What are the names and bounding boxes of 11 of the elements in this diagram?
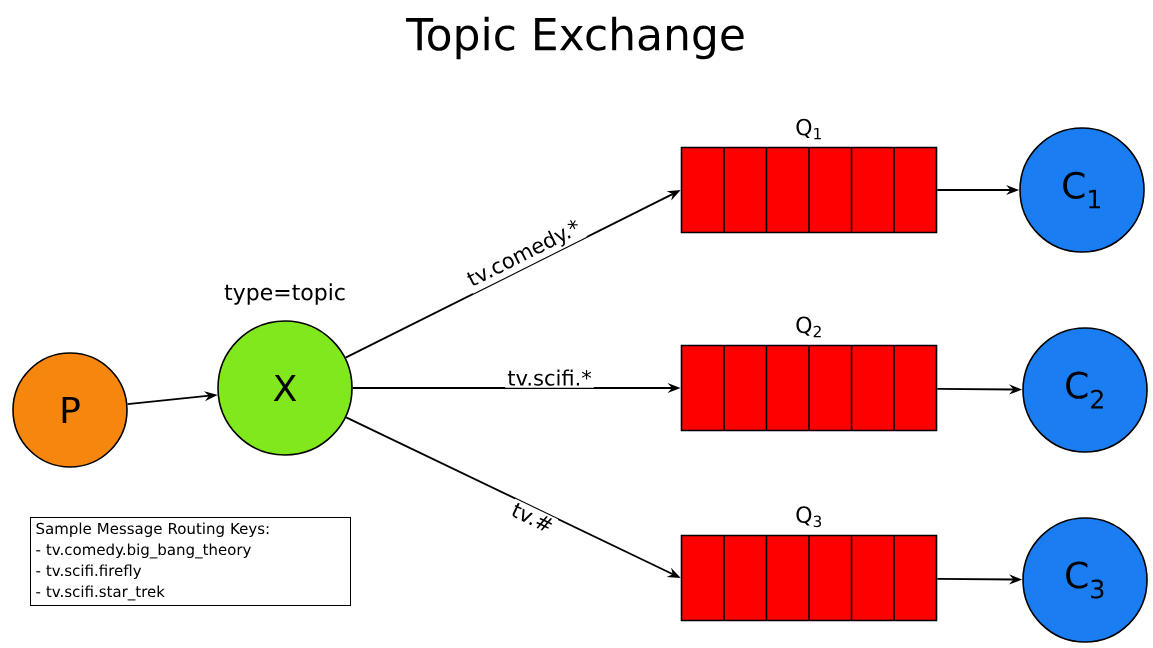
- queue-box: Q$_{3}$: [680, 506, 938, 622]
- queue-box: Q$_{2}$: [680, 316, 938, 432]
- key-list-box: Sample Message Routing Keys: - tv.comedy.big_bang_theory - tv.scifi.firefly - tv.scifi.star_trek: [30, 517, 351, 606]
- edge-label: tv.scifi.*: [505, 367, 594, 388]
- node-label: Q$_{2}$: [796, 316, 821, 338]
- node-label: Q$_{3}$: [796, 506, 822, 528]
- edge-label: tv.#: [507, 498, 559, 537]
- queue-box: Q$_{1}$: [680, 118, 938, 234]
- node-label: Q$_{1}$: [796, 118, 821, 140]
- title: Topic Exchange: [406, 16, 744, 60]
- node-caption: type=topic: [224, 283, 345, 305]
